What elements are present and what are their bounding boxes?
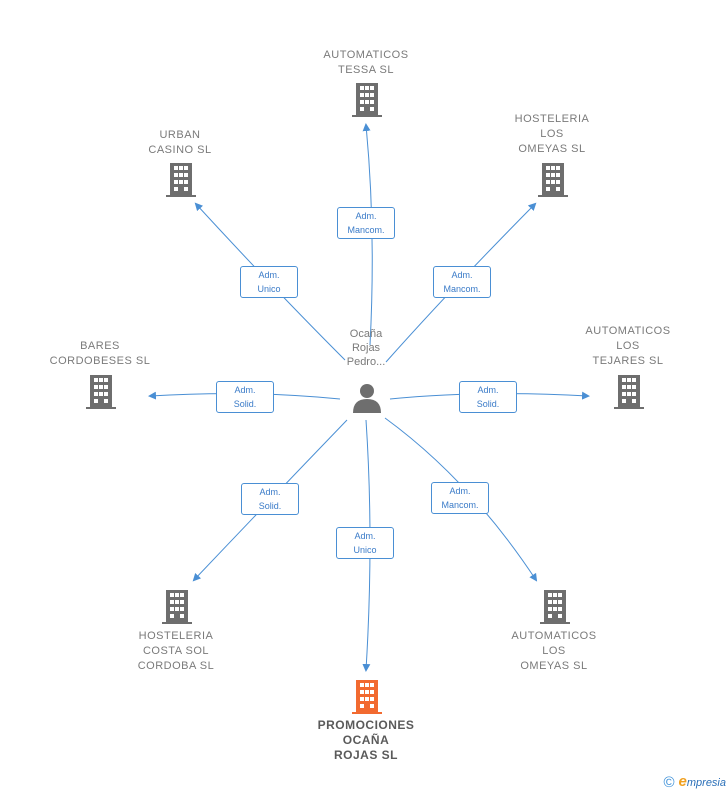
copyright-icon: © bbox=[663, 774, 675, 791]
node-label: AUTOMATICOS LOS TEJARES SL bbox=[585, 325, 671, 367]
node-autolos[interactable]: AUTOMATICOS LOS OMEYAS SL bbox=[489, 629, 619, 674]
node-bares[interactable]: BARES CORDOBESES SL bbox=[35, 339, 165, 369]
edge-label-hostlos[interactable]: Adm. Mancom. bbox=[433, 266, 491, 298]
center-label: Ocaña Rojas Pedro... bbox=[346, 328, 386, 368]
node-tessa[interactable]: AUTOMATICOS TESSA SL bbox=[301, 48, 431, 78]
edge-label-urban[interactable]: Adm. Unico bbox=[240, 266, 298, 298]
person-icon[interactable] bbox=[352, 383, 382, 413]
node-label: AUTOMATICOS TESSA SL bbox=[323, 49, 409, 76]
node-label: HOSTELERIA LOS OMEYAS SL bbox=[514, 113, 590, 155]
node-label: PROMOCIONES OCAÑA ROJAS SL bbox=[317, 718, 415, 762]
edge-label-promo[interactable]: Adm. Unico bbox=[336, 527, 394, 559]
brand-name: mpresia bbox=[686, 777, 726, 789]
building-icon bbox=[538, 163, 568, 197]
footer-brand[interactable]: ©empresia bbox=[663, 773, 726, 791]
building-icon bbox=[86, 375, 116, 409]
building-icon bbox=[540, 590, 570, 624]
building-icon bbox=[166, 163, 196, 197]
edge-label-tejares[interactable]: Adm. Solid. bbox=[459, 381, 517, 413]
node-tejares[interactable]: AUTOMATICOS LOS TEJARES SL bbox=[563, 324, 693, 369]
node-label: HOSTELERIA COSTA SOL CORDOBA SL bbox=[137, 630, 215, 672]
node-costa[interactable]: HOSTELERIA COSTA SOL CORDOBA SL bbox=[111, 629, 241, 674]
node-urban[interactable]: URBAN CASINO SL bbox=[115, 128, 245, 158]
brand-initial: e bbox=[678, 773, 687, 790]
edge-label-autolos[interactable]: Adm. Mancom. bbox=[431, 482, 489, 514]
node-label: AUTOMATICOS LOS OMEYAS SL bbox=[511, 630, 597, 672]
building-icon bbox=[352, 83, 382, 117]
building-icon-highlight bbox=[352, 680, 382, 714]
node-label: BARES CORDOBESES SL bbox=[49, 340, 151, 367]
node-hostlos[interactable]: HOSTELERIA LOS OMEYAS SL bbox=[487, 112, 617, 157]
building-icon bbox=[614, 375, 644, 409]
building-icon bbox=[162, 590, 192, 624]
node-label: URBAN CASINO SL bbox=[148, 129, 212, 156]
edge-label-tessa[interactable]: Adm. Mancom. bbox=[337, 207, 395, 239]
edge-label-bares[interactable]: Adm. Solid. bbox=[216, 381, 274, 413]
edge-label-costa[interactable]: Adm. Solid. bbox=[241, 483, 299, 515]
node-promo[interactable]: PROMOCIONES OCAÑA ROJAS SL bbox=[301, 718, 431, 763]
